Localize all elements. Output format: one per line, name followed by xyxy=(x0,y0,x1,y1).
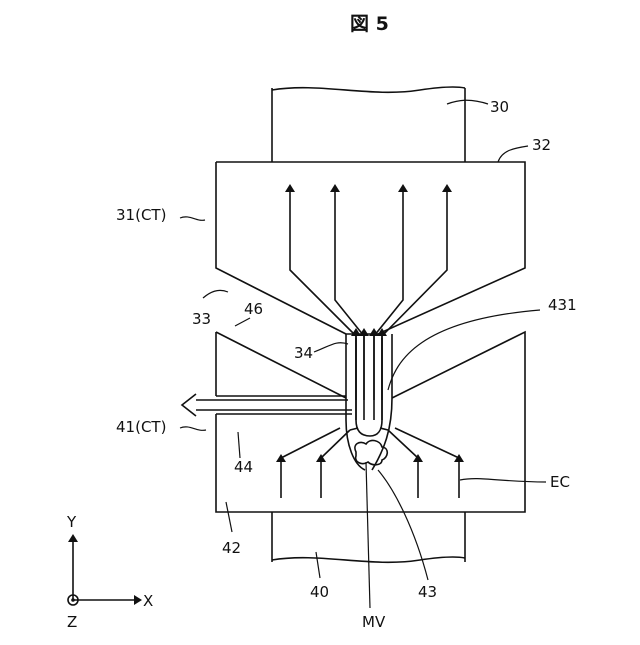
label-41: 41(CT) xyxy=(116,418,166,436)
label-431: 431 xyxy=(548,296,577,314)
label-44: 44 xyxy=(234,458,253,476)
label-31: 31(CT) xyxy=(116,206,166,224)
exhaust-arrow-44 xyxy=(182,394,352,416)
upper-column-30 xyxy=(272,87,465,162)
label-34: 34 xyxy=(294,344,313,362)
label-33: 33 xyxy=(192,310,211,328)
label-mv: MV xyxy=(362,613,386,631)
label-ec: EC xyxy=(550,473,570,491)
label-30: 30 xyxy=(490,98,509,116)
label-40: 40 xyxy=(310,583,329,601)
upper-flow-lines xyxy=(290,188,447,420)
axis-y-label: Y xyxy=(66,513,77,531)
label-46: 46 xyxy=(244,300,263,318)
coordinate-axes: Y X Z xyxy=(66,513,153,631)
axis-x-label: X xyxy=(143,592,153,610)
leader-lines xyxy=(180,100,546,608)
label-32: 32 xyxy=(532,136,551,154)
label-42: 42 xyxy=(222,539,241,557)
sample-43 xyxy=(355,440,387,464)
transfer-channel-34 xyxy=(346,334,392,470)
axis-z-label: Z xyxy=(67,613,77,631)
figure-title: 図 5 xyxy=(350,13,389,35)
label-43: 43 xyxy=(418,583,437,601)
lower-chamber-42 xyxy=(216,332,525,512)
